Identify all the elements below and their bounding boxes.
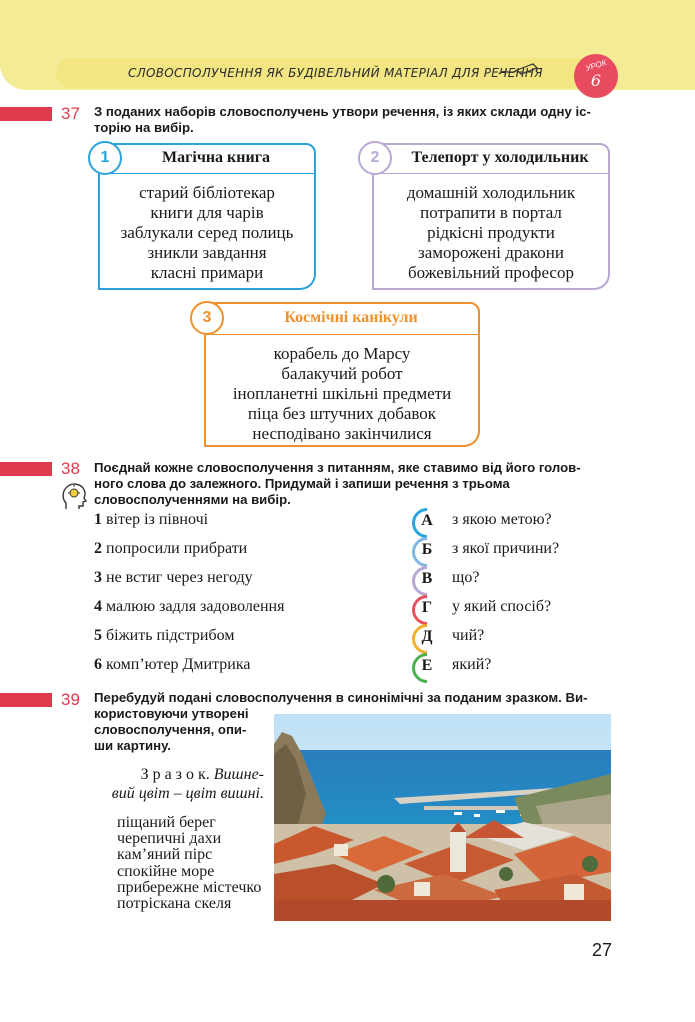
set-title: Космічні канікули <box>284 309 418 326</box>
phrase-number: 5 <box>94 627 102 644</box>
instruction-line: словосполучення, опи- <box>94 722 247 737</box>
phrase: класні примари <box>150 263 264 282</box>
question-text: з якою метою? <box>452 511 552 528</box>
phrase-number: 2 <box>94 540 102 557</box>
lesson-number: 6 <box>590 71 602 90</box>
match-phrase: 3 не встиг через негоду <box>94 569 253 587</box>
set-title-box <box>204 302 480 336</box>
phrase: заблукали серед полиць <box>120 223 294 242</box>
set-title: Телепорт у холодильник <box>411 149 589 166</box>
instruction-line: Поєднай кожне словосполучення з питанням… <box>94 460 581 475</box>
phrase: піщаний берег <box>117 814 216 831</box>
phrase: потрапити в портал <box>420 203 562 222</box>
pencil-icon <box>498 63 539 75</box>
set-title: Магічна книга <box>162 149 270 166</box>
phrase-number: 4 <box>94 598 102 615</box>
lesson-badge: УРОК 6 <box>574 54 618 98</box>
task-number: 39 <box>61 690 80 709</box>
task-instruction: Перебудуй подані словосполучення в синон… <box>94 690 588 705</box>
question-letter: Б <box>421 541 433 558</box>
phrase: корабель до Марсу <box>273 344 411 363</box>
phrase: несподівано закінчилися <box>252 424 432 443</box>
task-instruction: З поданих наборів словосполучень утвори … <box>94 104 654 136</box>
phrase-number: 3 <box>94 569 102 586</box>
phrase-text: не встиг через негоду <box>106 569 253 586</box>
question-text: що? <box>452 569 480 586</box>
phrase: прибережне містечко <box>117 878 262 896</box>
instruction-line: З поданих наборів словосполучень утвори … <box>94 104 591 119</box>
question-letter: Д <box>421 628 433 645</box>
lightbulb-head-icon <box>62 483 88 509</box>
question-letter: Е <box>421 657 433 674</box>
phrase: черепичні дахи <box>117 830 222 848</box>
task-instruction: Поєднай кожне словосполучення з питанням… <box>94 460 614 508</box>
coastal-town-photo <box>274 714 611 921</box>
match-phrase: 2 попросили прибрати <box>94 540 247 558</box>
phrase-text: комп’ютер Дмитрика <box>106 656 251 673</box>
phrase: рідкісні продукти <box>427 223 555 242</box>
sample-label: З р а з о к. <box>140 766 210 783</box>
sample: З р а з о к. Вишне- вий цвіт – цвіт вишн… <box>94 765 264 803</box>
match-phrase: 1 вітер із півночі <box>94 511 208 529</box>
set-items-box <box>372 174 610 290</box>
question-letter: Г <box>421 599 433 616</box>
set-number-badge: 3 <box>190 301 224 335</box>
phrase-number: 1 <box>94 511 102 528</box>
task-marker <box>0 107 52 121</box>
phrase: потріскана скеля <box>117 895 232 913</box>
task-number: 37 <box>61 104 80 123</box>
task-marker <box>0 462 52 476</box>
task-instruction-cont: користовуючи утворені словосполучення, о… <box>94 706 264 754</box>
phrase: інопланетні шкільні предмети <box>232 384 452 403</box>
question-letter: В <box>421 570 433 587</box>
set-title-box <box>372 143 610 175</box>
phrase-text: попросили прибрати <box>106 540 248 557</box>
instruction-line: торію на вибір. <box>94 120 194 135</box>
phrase-number: 6 <box>94 656 102 673</box>
instruction-line: ного слова до залежного. Придумай і запи… <box>94 476 510 491</box>
set-number-badge: 1 <box>88 141 122 175</box>
task-number: 38 <box>61 459 80 478</box>
phrase: зникли завдання <box>147 243 267 262</box>
question-text: чий? <box>452 627 485 644</box>
phrase: заморожені дракони <box>417 243 565 262</box>
set-items: корабель до Марсу балакучий робот інопла… <box>206 344 478 444</box>
match-phrase: 6 комп’ютер Дмитрика <box>94 656 251 674</box>
question-text: у який спосіб? <box>452 598 552 615</box>
task-marker <box>0 693 52 707</box>
phrase: старий бібліотекар <box>139 183 275 202</box>
sample-text: вий цвіт – цвіт вишні. <box>111 785 264 802</box>
phrase: домашній холодильник <box>406 183 576 202</box>
question-text: який? <box>452 656 492 673</box>
page-number: 27 <box>592 940 613 960</box>
phrase: балакучий робот <box>281 364 403 383</box>
match-phrase: 5 біжить підстрибом <box>94 627 234 645</box>
instruction-line: словосполученнями на вибір. <box>94 492 291 507</box>
phrase: спокійне море <box>117 862 215 880</box>
set-items: старий бібліотекар книги для чарів заблу… <box>100 183 314 283</box>
question-text: з якої причини? <box>452 540 560 557</box>
instruction-line: ши картину. <box>94 738 171 753</box>
set-items: домашній холодильник потрапити в портал … <box>374 183 608 283</box>
section-title: СЛОВОСПОЛУЧЕННЯ ЯК БУДІВЕЛЬНИЙ МАТЕРІАЛ … <box>128 66 543 80</box>
match-phrase: 4 малюю задля задоволення <box>94 598 284 616</box>
set-number-badge: 2 <box>358 141 392 175</box>
phrase: божевільний професор <box>408 263 574 282</box>
set-items-box <box>204 335 480 447</box>
phrase: піца без штучних добавок <box>247 404 437 423</box>
set-items-box <box>98 174 316 290</box>
phrase-list: піщаний берег черепичні дахи кам’яний пі… <box>117 814 262 913</box>
sample-text: Вишне- <box>213 766 264 783</box>
phrase: книги для чарів <box>150 203 264 222</box>
phrase-text: вітер із півночі <box>106 511 209 528</box>
phrase-text: біжить підстрибом <box>106 627 235 644</box>
phrase: кам’яний пірс <box>117 846 213 864</box>
instruction-line: користовуючи утворені <box>94 706 249 721</box>
question-letter: А <box>421 512 433 529</box>
phrase-text: малюю задля задоволення <box>106 598 285 615</box>
